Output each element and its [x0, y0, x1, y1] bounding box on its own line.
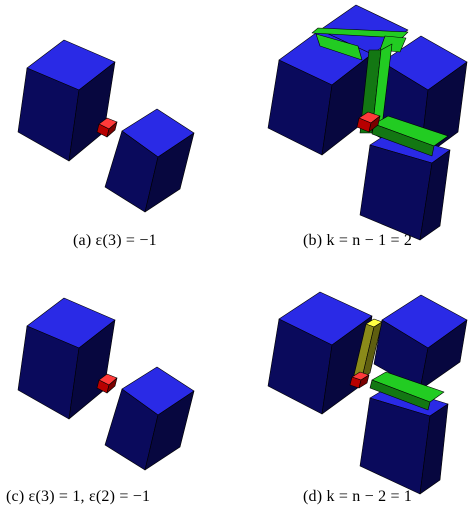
blue-cube-bottom [359, 131, 451, 241]
blue-cube-right [104, 108, 195, 213]
red-cube [349, 371, 370, 389]
blue-cube-left [267, 291, 373, 415]
panel-c [17, 297, 195, 471]
caption-b: (b) k = n − 1 = 2 [303, 232, 413, 249]
caption-c: (c) ε(3) = 1, ε(2) = −1 [6, 488, 151, 505]
blue-cube-left [17, 297, 116, 420]
blue-cube-bottom [359, 385, 449, 495]
red-cube [356, 111, 381, 133]
green-slab [369, 371, 445, 411]
panel-d [267, 291, 468, 495]
red-cube [96, 117, 118, 138]
blue-cube-left [17, 39, 116, 162]
blue-cube-right [373, 294, 468, 391]
panel-b [267, 4, 468, 241]
caption-a: (a) ε(3) = −1 [73, 232, 157, 249]
yellow-column [353, 318, 383, 379]
green-slab-vertical [359, 35, 407, 134]
green-slab-horizontal-top [311, 27, 409, 61]
green-slab-horizontal-bottom [371, 115, 449, 157]
red-cube [96, 373, 118, 394]
blue-cube-right [104, 366, 195, 471]
caption-d: (d) k = n − 2 = 1 [303, 488, 413, 505]
panel-a [17, 39, 195, 213]
